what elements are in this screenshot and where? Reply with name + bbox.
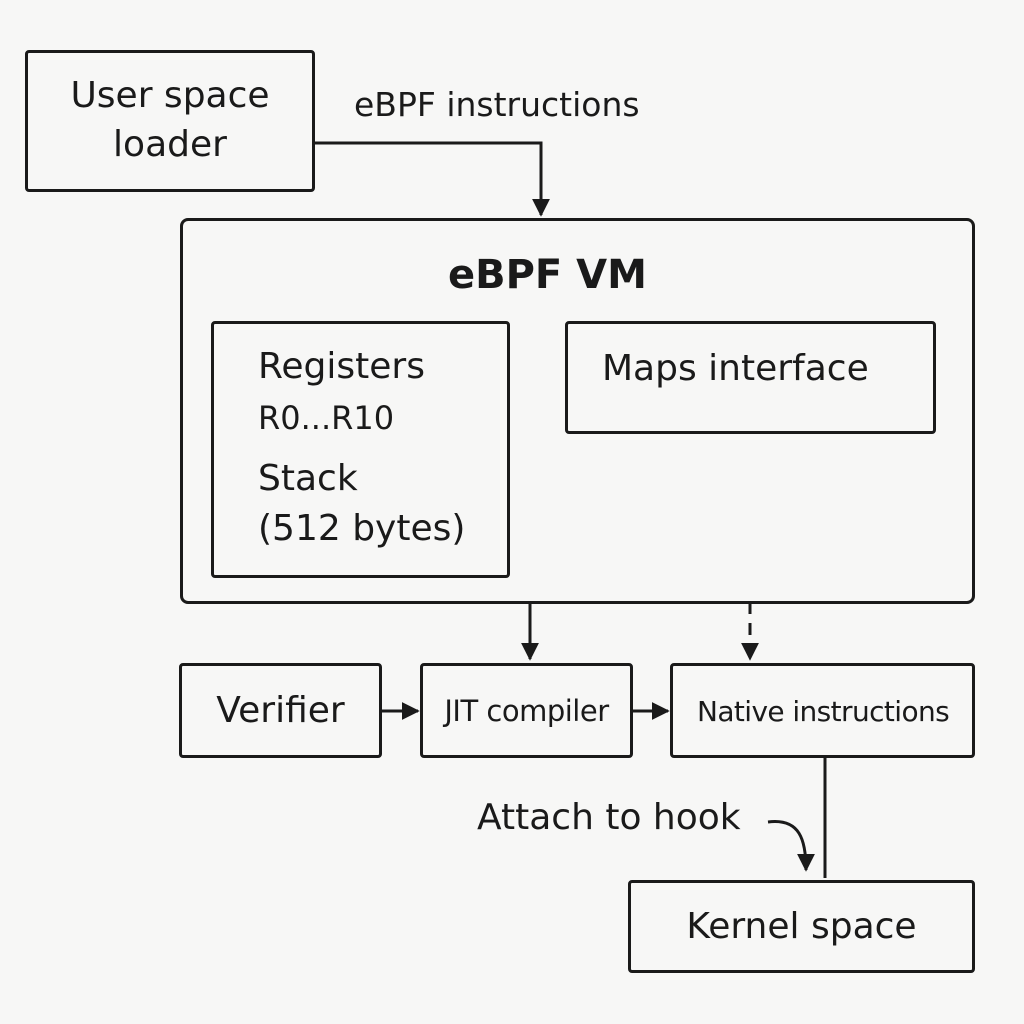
ebpf-vm-title: eBPF VM [448,252,647,298]
user-space-loader-label: User space loader [70,75,270,165]
user-space-loader-box: User space loader [25,50,315,192]
edge-label-ebpf-instructions: eBPF instructions [354,85,640,124]
registers-box [211,321,510,578]
stack-label: Stack [258,458,358,499]
edge-attach-hook-curve [767,820,815,872]
verifier-box: Verifier [179,663,382,758]
edge-loader-to-vm [314,141,550,217]
stack-size: (512 bytes) [258,508,466,549]
jit-compiler-box: JIT compiler [420,663,633,758]
maps-interface-label: Maps interface [602,348,869,389]
native-instructions-label: Native instructions [697,695,950,728]
maps-interface-box: Maps interface [565,321,936,434]
registers-title: Registers [258,346,425,387]
edge-label-attach-to-hook: Attach to hook [477,797,741,838]
verifier-label: Verifier [216,690,345,731]
registers-range: R0...R10 [258,399,395,437]
native-instructions-box: Native instructions [670,663,975,758]
kernel-space-box: Kernel space [628,880,975,973]
jit-compiler-label: JIT compiler [444,693,609,728]
kernel-space-label: Kernel space [686,906,917,947]
